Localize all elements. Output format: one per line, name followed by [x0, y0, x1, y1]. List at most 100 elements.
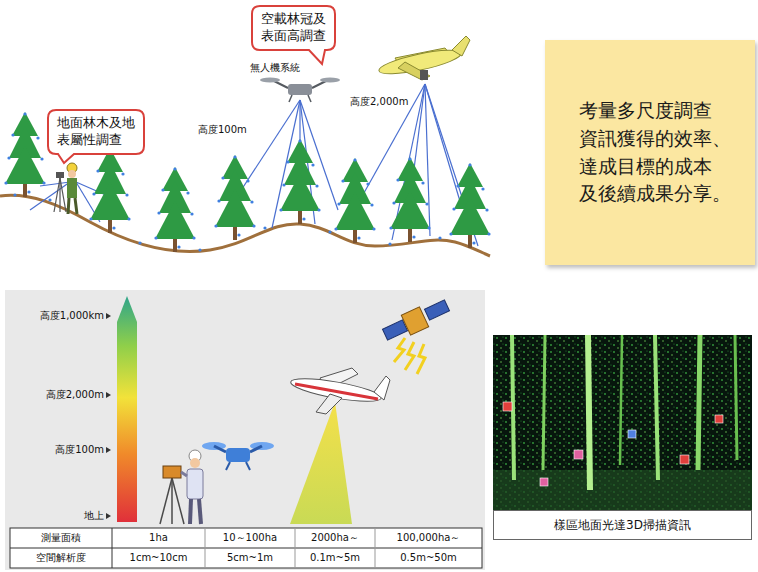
- surveyor-figure: [56, 172, 64, 178]
- data-table: [375, 528, 376, 568]
- satellite-icon: [401, 307, 428, 335]
- point-cloud-image: [493, 335, 752, 510]
- terrain: [263, 226, 266, 229]
- ground-surveyor: [160, 478, 172, 524]
- satellite-icon: [417, 344, 425, 374]
- surveyor-figure: [60, 178, 66, 212]
- terrain: [388, 242, 391, 245]
- table-cell: 5cm~1m: [205, 552, 295, 564]
- scan-lines: [425, 84, 430, 236]
- table-cell: 10～100ha: [205, 532, 295, 544]
- bubble-outline: [252, 6, 335, 64]
- ground-surveyor: [190, 458, 200, 468]
- conifer-trees: [279, 139, 320, 224]
- callout-text: 空載林冠及 表面高調查: [261, 11, 326, 45]
- airplane-icon: [452, 36, 470, 56]
- conifer-trees: [214, 155, 255, 240]
- table-cell: 1cm~10cm: [112, 552, 205, 564]
- sticky-note: 考量多尺度調查 資訊獲得的效率、 達成目標的成本 及後續成果分享。: [545, 40, 755, 265]
- drone-icon: [226, 462, 230, 470]
- conifer-trees: [89, 148, 130, 233]
- bubble-outline: [48, 110, 144, 163]
- surveyor-figure: [68, 170, 76, 178]
- terrain: [48, 198, 51, 201]
- point-cloud-image: [503, 402, 512, 411]
- data-table: [10, 528, 482, 568]
- drone-icon: [260, 78, 340, 103]
- altitude-label: 地上: [4, 510, 104, 522]
- satellite-icon: [405, 342, 414, 370]
- point-cloud-image: [620, 335, 622, 465]
- data-table: [295, 528, 296, 568]
- airplane-icon: [289, 368, 390, 524]
- point-cloud-image: [735, 335, 737, 460]
- data-table: [10, 548, 482, 549]
- note-text: 考量多尺度調查 資訊獲得的效率、 達成目標的成本 及後續成果分享。: [579, 97, 731, 207]
- point-cloud-image: [574, 450, 583, 459]
- callout-text: 地面林木及地 表屬性調查: [57, 115, 135, 149]
- point-cloud-image: [698, 335, 700, 470]
- altitude-label: 高度2,000m: [350, 96, 408, 108]
- airplane-icon: [420, 70, 428, 80]
- point-cloud-image: [543, 335, 545, 470]
- terrain: [138, 241, 141, 244]
- drone-icon: [246, 462, 250, 470]
- drone-icon: [308, 95, 311, 102]
- terrain: [13, 193, 16, 196]
- point-cloud-image: [655, 335, 658, 480]
- airplane-icon: [374, 376, 390, 400]
- table-cell: 1ha: [112, 532, 205, 544]
- satellite-icon: [382, 300, 449, 374]
- device-label: 無人機系統: [250, 62, 300, 74]
- table-cell: 100,000ha～: [375, 532, 482, 544]
- satellite-icon: [394, 338, 405, 362]
- altitude-label: 高度2,000m: [4, 389, 104, 401]
- data-table: [112, 528, 113, 568]
- altitude-label: 高度100m: [198, 124, 247, 136]
- surveyor-figure: [68, 198, 69, 214]
- point-cloud-image: [493, 335, 752, 510]
- surveyor-figure: [75, 198, 77, 214]
- conifer-trees: [449, 163, 490, 248]
- table-cell: 2000ha～: [295, 532, 375, 544]
- scan-lines: [30, 84, 478, 246]
- point-cloud-image: [588, 335, 590, 490]
- surveyor-figure: [54, 178, 60, 212]
- drone-icon: [214, 446, 226, 452]
- point-cloud-image: [493, 335, 752, 510]
- ground-surveyor: [187, 469, 203, 499]
- conifer-trees: [154, 167, 195, 252]
- data-table: [205, 528, 206, 568]
- ground-surveyor: [171, 478, 173, 524]
- satellite-icon: [424, 300, 449, 320]
- ground-surveyor: [163, 466, 181, 478]
- scale-panel: [117, 296, 137, 522]
- drone-icon: [202, 442, 274, 470]
- scale-panel: [5, 290, 485, 570]
- drone-icon: [320, 78, 340, 83]
- point-cloud-image: [493, 470, 752, 510]
- altitude-label: 高度1,000km: [4, 310, 104, 322]
- conifer-trees: [4, 112, 45, 197]
- ground-surveyor: [199, 499, 201, 524]
- ground-surveyor: [160, 450, 203, 524]
- conifer-trees: [389, 157, 430, 242]
- point-cloud-image: [540, 478, 548, 486]
- ground-surveyor: [181, 472, 187, 476]
- surveyor-figure: [54, 163, 77, 214]
- airplane-icon: [398, 62, 430, 80]
- ground-surveyor: [172, 478, 184, 524]
- caption-text: 樣區地面光達3D掃描資訊: [554, 517, 691, 534]
- altitude-label: 高度100m: [4, 444, 104, 456]
- data-table: [10, 528, 482, 568]
- callout-bubble: 空載林冠及 表面高調查: [252, 6, 335, 50]
- terrain: [198, 248, 201, 251]
- scale-panel: [106, 513, 111, 519]
- scale-panel: [106, 392, 111, 398]
- table-cell: 0.1m~5m: [295, 552, 375, 564]
- terrain: [438, 236, 441, 239]
- conifer-trees: [334, 158, 375, 243]
- surveyor-figure: [67, 178, 77, 198]
- point-cloud-image: [715, 415, 723, 423]
- drone-icon: [260, 78, 280, 83]
